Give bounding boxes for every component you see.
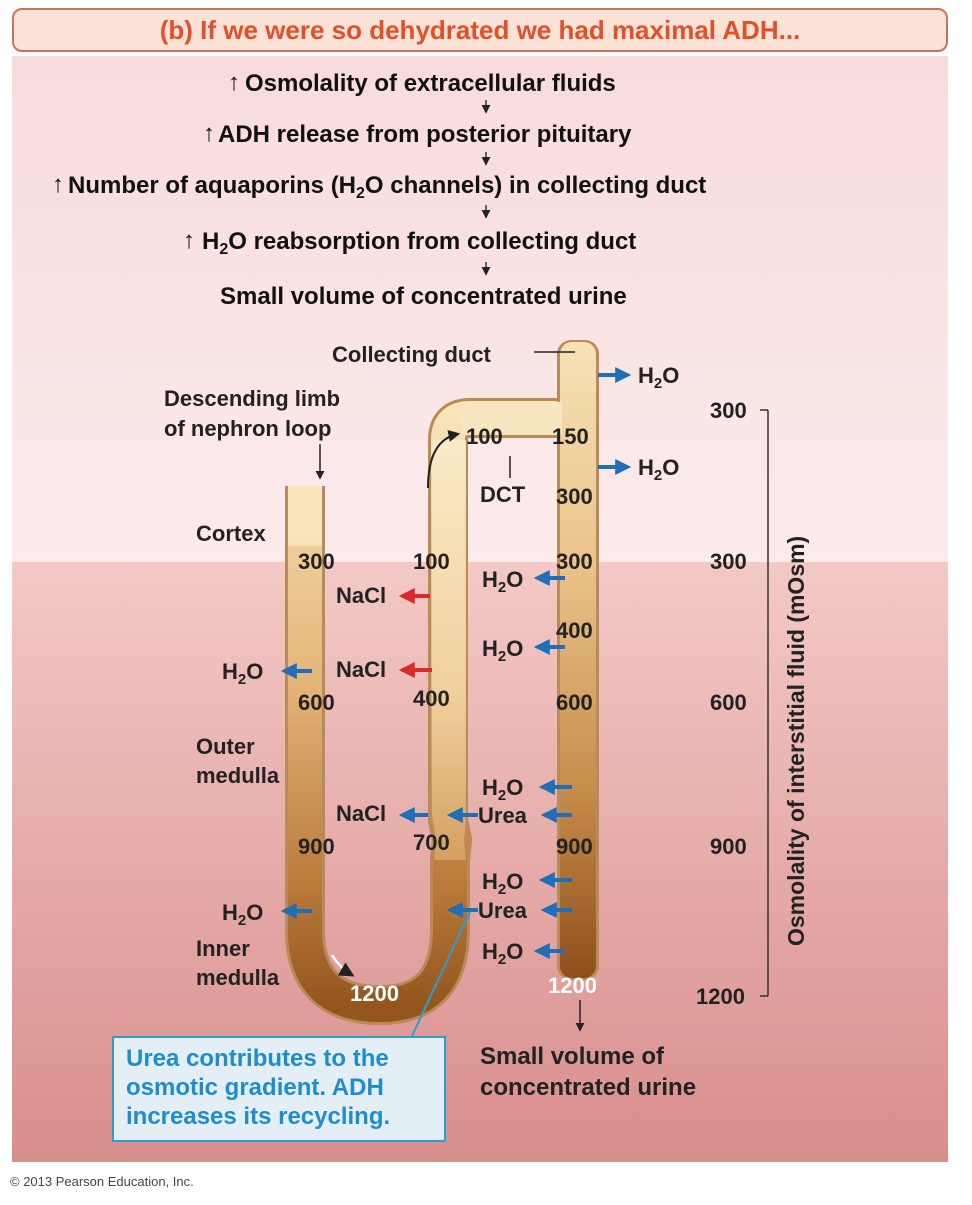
step-5-text: Small volume of concentrated urine [220, 283, 627, 310]
up-arrow-icon: ↑ [52, 171, 64, 198]
water-label: H2O [482, 869, 523, 898]
value-label: 700 [413, 830, 450, 855]
step-3-text: Number of aquaporins (H2O channels) in c… [68, 172, 706, 202]
step-1-text: Osmolality of extracellular fluids [245, 70, 616, 97]
urea-callout: Urea contributes to the osmotic gradient… [112, 1036, 446, 1142]
up-arrow-icon: ↑ [203, 120, 215, 147]
inner-medulla-label: Inner [196, 936, 250, 961]
callout-line: osmotic gradient. ADH [126, 1074, 384, 1101]
value-label: 600 [298, 690, 335, 715]
value-label: 150 [552, 424, 589, 449]
nacl-label: NaCl [336, 583, 386, 608]
callout-leader [411, 911, 471, 1037]
value-label: 100 [413, 549, 450, 574]
up-arrow-icon: ↑ [183, 227, 195, 254]
value-label: 300 [556, 549, 593, 574]
nacl-label: NaCl [336, 657, 386, 682]
urine-label: concentrated urine [480, 1074, 696, 1101]
ascending-limb [432, 440, 466, 860]
descending-limb-label: of nephron loop [164, 416, 331, 441]
callout-line: Urea contributes to the [126, 1045, 389, 1072]
dct-segment [462, 402, 562, 434]
value-label: 1200 [350, 981, 399, 1006]
nacl-label: NaCl [336, 801, 386, 826]
scale-tick-label: 900 [710, 834, 747, 859]
urea-label: Urea [478, 898, 528, 923]
nephron [285, 340, 599, 1026]
value-label: 400 [556, 618, 593, 643]
cortex-label: Cortex [196, 521, 266, 546]
descending-limb-top [288, 486, 322, 546]
value-label: 400 [413, 686, 450, 711]
dct-flow-arrow-icon [427, 430, 461, 489]
inner-medulla-label: medulla [196, 965, 280, 990]
value-label: 300 [298, 549, 335, 574]
collecting-duct-label: Collecting duct [332, 342, 492, 367]
value-label: 900 [298, 834, 335, 859]
urea-label: Urea [478, 803, 528, 828]
scale-tick-label: 1200 [696, 984, 745, 1009]
step-2-text: ADH release from posterior pituitary [218, 121, 632, 148]
value-label: 300 [556, 484, 593, 509]
value-label: 600 [556, 690, 593, 715]
scale-tick-label: 300 [710, 398, 747, 423]
nephron-loop [288, 401, 562, 1023]
value-label: 100 [466, 424, 503, 449]
descending-limb-label: Descending limb [164, 386, 340, 411]
cortex-background [12, 56, 948, 562]
outer-medulla-label: medulla [196, 763, 280, 788]
value-label: 1200 [548, 973, 597, 998]
flow-arrow-icon [330, 954, 355, 977]
step-4-text: H2O reabsorption from collecting duct [202, 228, 636, 258]
outer-medulla-label: Outer [196, 734, 255, 759]
figure-title: (b) If we were so dehydrated we had maxi… [12, 8, 948, 52]
scale-tick-label: 300 [710, 549, 747, 574]
scale-tick-label: 600 [710, 690, 747, 715]
scale-axis-label: Osmolality of interstitial fluid (mOsm) [783, 536, 809, 946]
value-label: 900 [556, 834, 593, 859]
collecting-duct [560, 342, 596, 978]
callout-line: increases its recycling. [126, 1103, 391, 1130]
flow-chain: ↑ Osmolality of extracellular fluids ↑ A… [52, 69, 706, 310]
copyright-credit: © 2013 Pearson Education, Inc. [10, 1174, 194, 1189]
up-arrow-icon: ↑ [228, 69, 240, 96]
water-label: H2O [482, 567, 523, 596]
urine-label: Small volume of [480, 1043, 665, 1070]
dct-label: DCT [480, 482, 526, 507]
